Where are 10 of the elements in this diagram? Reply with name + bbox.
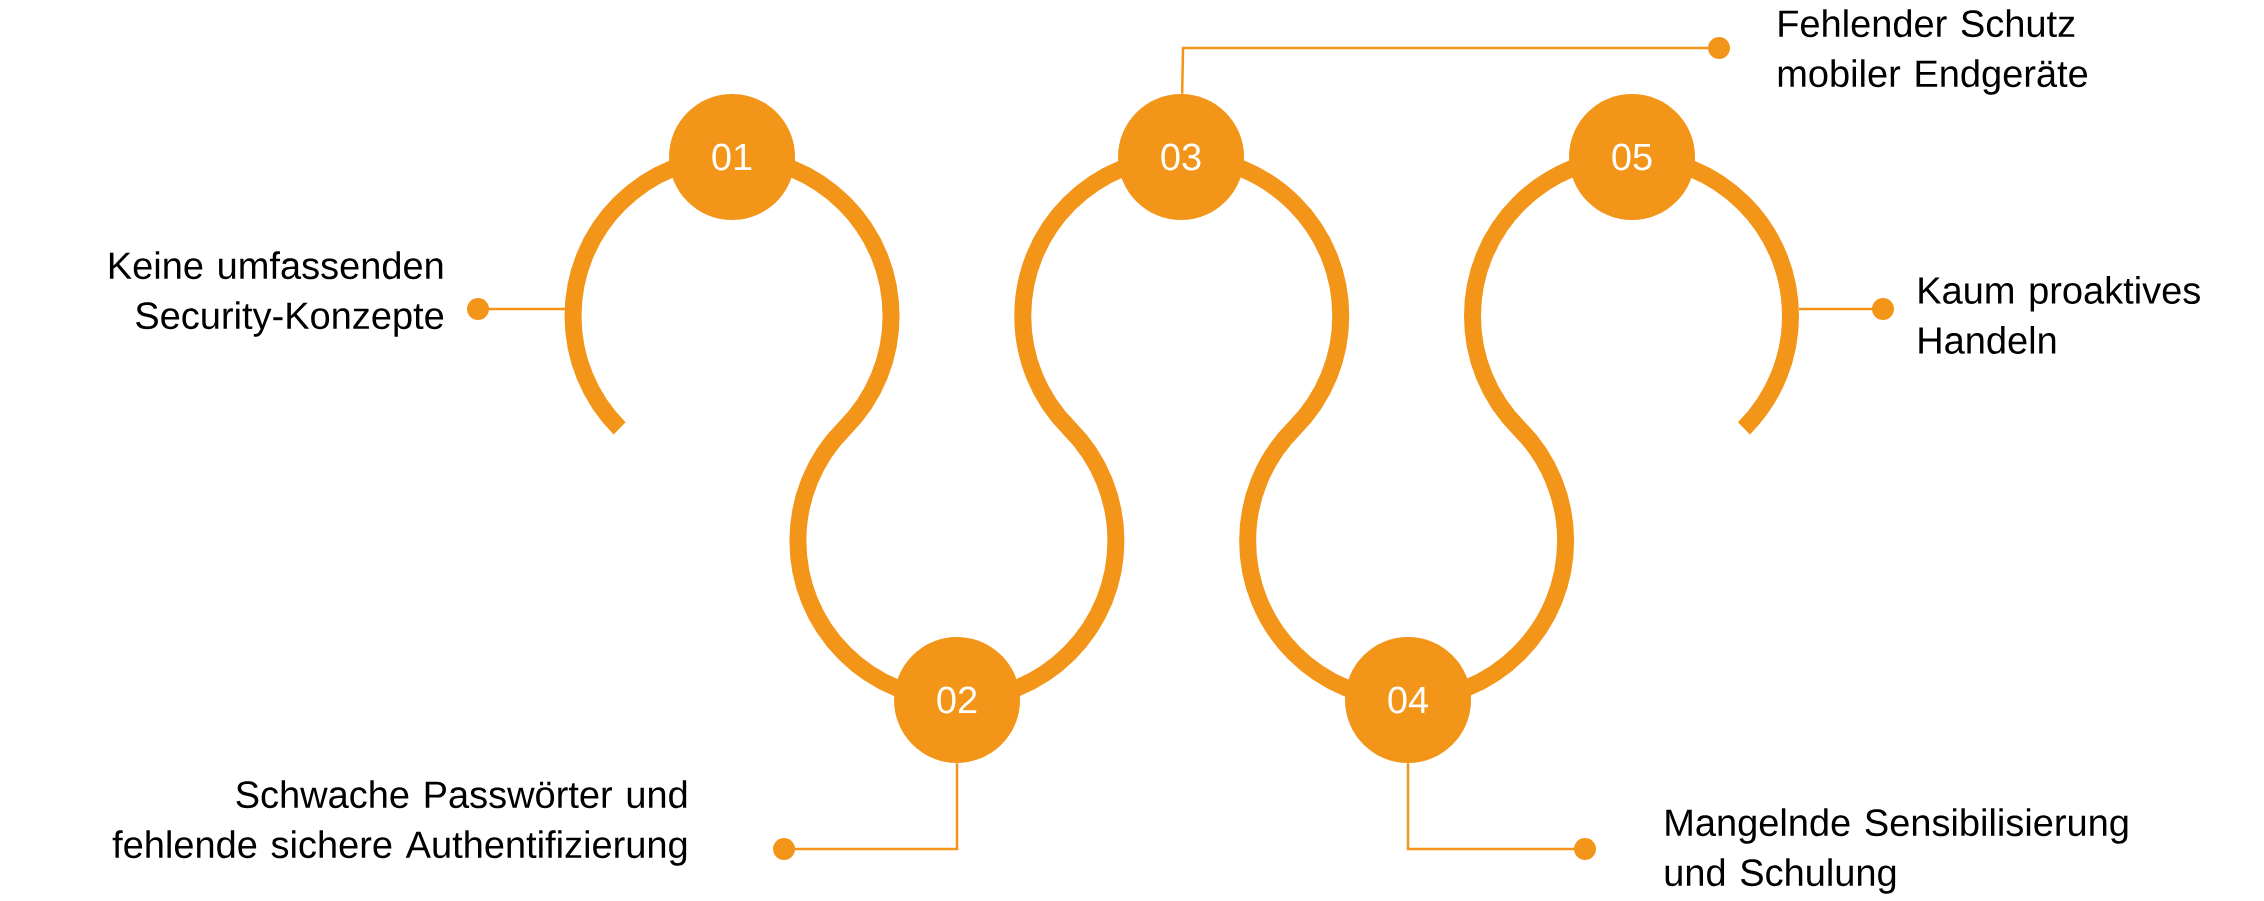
label-text: Mangelnde Sensibilisierung und Schulung <box>1665 808 2128 894</box>
label-text: Schwache Passwörter und fehlende sichere Authentifizierung <box>112 780 687 866</box>
leader-line <box>467 298 565 320</box>
leader-line <box>1406 763 1596 860</box>
leader-line <box>1799 298 1894 320</box>
leader-line <box>773 763 959 860</box>
label-text: Keine umfassenden Security-Konzepte <box>109 251 444 337</box>
label-text: Kaum proaktives Handeln <box>1919 276 2200 354</box>
leader-line <box>1180 37 1730 94</box>
label-text: Fehlender Schutz mobiler Endgeräte <box>1778 9 2088 95</box>
